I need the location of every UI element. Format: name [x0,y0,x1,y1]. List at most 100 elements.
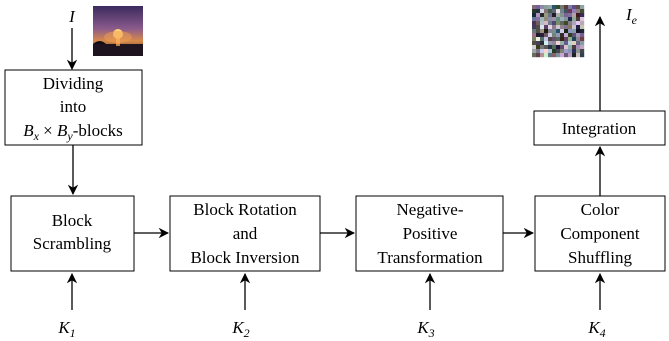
noise-pixel [564,9,569,14]
noise-pixel [544,5,549,10]
noise-pixel [576,45,581,50]
noise-pixel [580,21,585,26]
noise-pixel [552,41,557,46]
output-label: Ie [625,5,638,27]
noise-pixel [576,25,581,30]
noise-pixel [564,17,569,22]
noise-pixel [568,53,573,58]
noise-pixel [572,37,577,42]
noise-pixel [560,45,565,50]
noise-pixel [576,33,581,38]
noise-pixel [556,49,561,54]
divide-line-2: into [60,97,86,116]
noise-pixel [556,21,561,26]
noise-pixel [572,13,577,18]
step-1-line-1: Block [52,211,93,230]
noise-pixel [552,49,557,54]
noise-pixel [532,49,537,54]
noise-pixel [576,29,581,34]
noise-pixel [564,25,569,30]
noise-pixel [536,13,541,18]
noise-pixel [560,25,565,30]
noise-pixel [544,13,549,18]
noise-pixel [568,25,573,30]
noise-pixel [568,29,573,34]
noise-pixel [568,37,573,42]
noise-pixel [580,37,585,42]
noise-pixel [564,33,569,38]
step-box-2 [169,195,321,272]
noise-pixel [552,45,557,50]
input-image [93,6,143,56]
noise-pixel [572,33,577,38]
step-2-line-3: Block Inversion [190,248,300,267]
noise-pixel [560,17,565,22]
noise-pixel [548,29,553,34]
noise-pixel [536,37,541,42]
noise-pixel [532,37,537,42]
noise-pixel [540,53,545,58]
noise-pixel [572,53,577,58]
key-3-label: K3 [416,318,434,340]
noise-pixel [536,29,541,34]
noise-pixel [536,53,541,58]
step-4-line-3: Shuffling [568,248,632,267]
noise-pixel [552,25,557,30]
noise-pixel [552,33,557,38]
noise-pixel [564,45,569,50]
noise-pixel [580,5,585,10]
noise-pixel [544,25,549,30]
noise-pixel [556,37,561,42]
noise-pixel [560,53,565,58]
noise-pixel [536,41,541,46]
noise-pixel [532,17,537,22]
noise-pixel [544,29,549,34]
noise-pixel [560,37,565,42]
noise-pixel [544,21,549,26]
noise-pixel [548,53,553,58]
noise-pixel [568,49,573,54]
noise-pixel [564,37,569,42]
noise-pixel [540,5,545,10]
noise-pixel [548,37,553,42]
noise-pixel [552,9,557,14]
noise-pixel [556,29,561,34]
noise-pixel [532,33,537,38]
noise-pixel [532,13,537,18]
noise-pixel [564,5,569,10]
noise-pixel [540,37,545,42]
step-box-3 [355,195,504,272]
noise-pixel [540,17,545,22]
noise-pixel [560,21,565,26]
noise-pixel [536,33,541,38]
noise-pixel [564,49,569,54]
noise-pixel [556,9,561,14]
noise-pixel [572,45,577,50]
noise-pixel [556,33,561,38]
noise-pixel [536,45,541,50]
noise-pixel [576,21,581,26]
integration-box [533,110,666,146]
noise-pixel [576,37,581,42]
noise-pixel [544,17,549,22]
noise-pixel [540,9,545,14]
noise-pixel [544,37,549,42]
noise-pixel [552,53,557,58]
noise-pixel [580,41,585,46]
noise-pixel [560,33,565,38]
noise-pixel [564,53,569,58]
noise-pixel [580,33,585,38]
noise-pixel [568,9,573,14]
noise-pixel [560,5,565,10]
noise-pixel [532,45,537,50]
step-3-line-1: Negative- [396,200,463,219]
noise-pixel [536,49,541,54]
noise-pixel [580,53,585,58]
noise-pixel [572,41,577,46]
key-1-label: K1 [57,318,75,340]
noise-pixel [576,53,581,58]
noise-pixel [556,25,561,30]
noise-pixel [576,41,581,46]
noise-pixel [544,9,549,14]
